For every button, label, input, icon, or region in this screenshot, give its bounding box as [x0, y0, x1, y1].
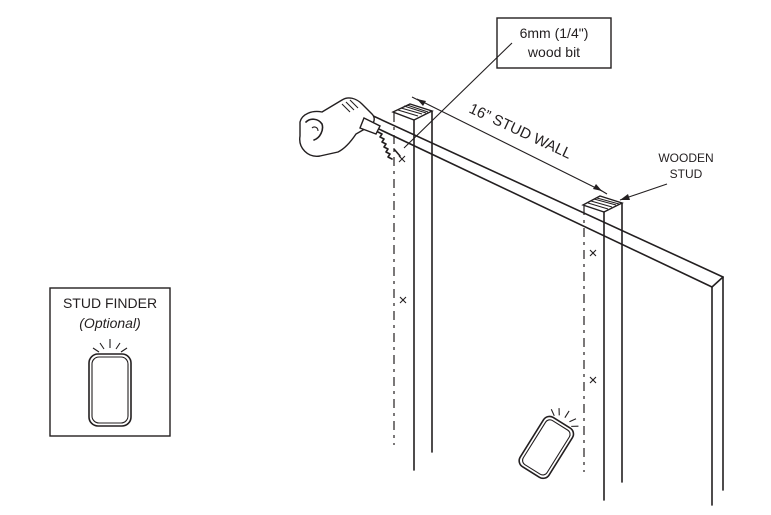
- wood-bit-size-label: 6mm (1/4"): [520, 25, 589, 41]
- wooden-stud-leader: [619, 183, 668, 201]
- drill-mark-1: [398, 155, 406, 163]
- stud-finder-icon: [88, 339, 132, 427]
- stud-finder-tilted-icon: [518, 408, 579, 480]
- wood-bit-callout-box: [496, 17, 612, 69]
- drill-icon: [299, 97, 401, 160]
- wood-bit-label: wood bit: [527, 44, 580, 60]
- drill-mark-3: [589, 249, 597, 257]
- wall-panel: [344, 102, 724, 506]
- wooden-stud-label-line2: STUD: [670, 167, 703, 181]
- wooden-stud-right: [581, 195, 624, 501]
- drill-mark-2: [399, 296, 407, 304]
- drill-mark-icon: [398, 155, 597, 384]
- wooden-stud-label-line1: WOODEN: [658, 151, 713, 165]
- stud-spacing-dimension: [411, 96, 608, 195]
- stud-finder-title: STUD FINDER: [63, 295, 157, 311]
- stud-finder-subtitle: (Optional): [79, 315, 140, 331]
- wood-bit-leader-line: [403, 42, 513, 149]
- drill-mark-4: [589, 376, 597, 384]
- wooden-stud-left: [391, 103, 434, 471]
- stud-finder-panel: [49, 287, 171, 437]
